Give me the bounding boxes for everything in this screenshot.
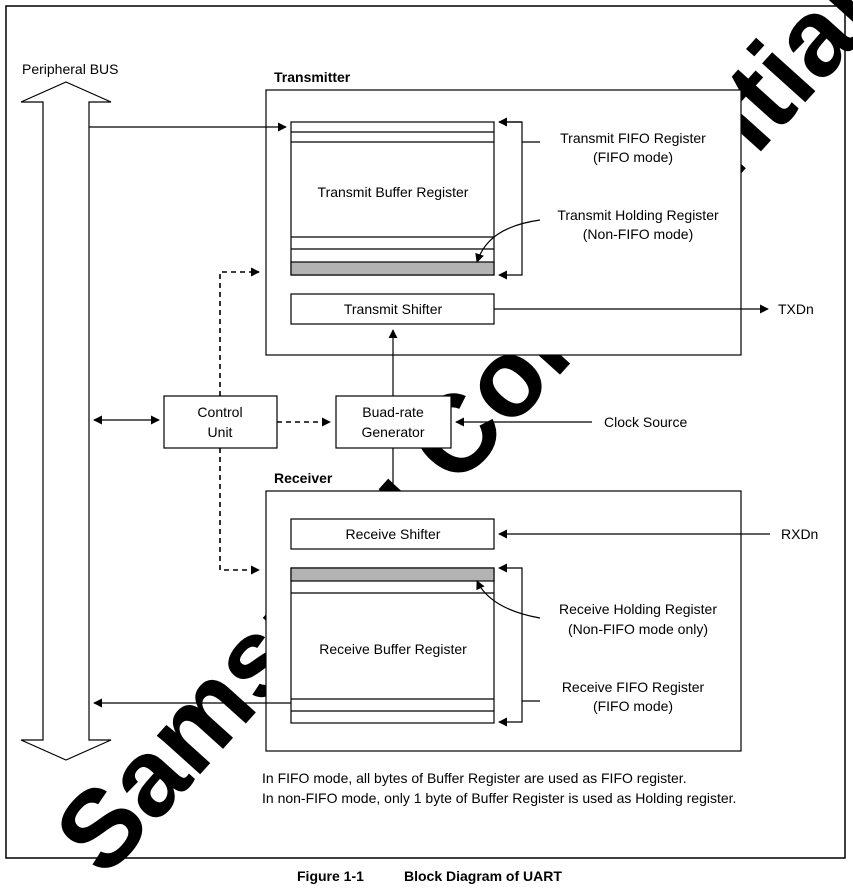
transmit-holding-pointer: [475, 219, 541, 263]
baud-rate-generator-line1: Buad-rate: [362, 404, 424, 420]
figure-title: Block Diagram of UART: [404, 868, 562, 884]
transmit-shifter: [290, 293, 495, 325]
transmit-holding-register-byte: [290, 261, 495, 276]
receive-holding-register-byte: [290, 567, 495, 582]
peripheral-bus-label: Peripheral BUS: [22, 61, 119, 77]
clock-source-label: Clock Source: [604, 414, 687, 430]
receive-holding-pointer: [476, 580, 541, 619]
transmit-buffer-register: [290, 121, 495, 276]
control-unit-label-line1: Control: [197, 404, 242, 420]
receive-fifo-bracket: [498, 563, 540, 702]
rxd-label: RXDn: [781, 526, 818, 542]
receive-buffer-register-label: Receive Buffer Register: [319, 641, 467, 657]
transmit-fifo-register-label: Transmit FIFO Register: [560, 130, 706, 146]
receive-fifo-register-label: Receive FIFO Register: [562, 679, 705, 695]
note-non-fifo-mode: In non-FIFO mode, only 1 byte of Buffer …: [262, 790, 736, 806]
receive-shifter-label: Receive Shifter: [346, 526, 441, 542]
transmitter-title: Transmitter: [274, 69, 351, 85]
txd-label: TXDn: [778, 301, 814, 317]
control-to-transmitter: [219, 267, 260, 396]
receive-shifter: [290, 518, 495, 550]
transmit-buffer-register-label: Transmit Buffer Register: [318, 184, 469, 200]
peripheral-bus-arrow: [20, 81, 112, 761]
receive-holding-register-label: Receive Holding Register: [559, 601, 717, 617]
transmit-fifo-mode-label: (FIFO mode): [593, 149, 673, 165]
receive-buffer-register: [290, 567, 495, 724]
receiver-title: Receiver: [274, 470, 333, 486]
control-unit: [163, 395, 278, 449]
transmit-shifter-label: Transmit Shifter: [344, 301, 443, 317]
control-to-receiver: [219, 448, 260, 575]
receive-fifo-mode-label: (FIFO mode): [593, 698, 673, 714]
figure-number: Figure 1-1: [297, 868, 364, 884]
note-fifo-mode: In FIFO mode, all bytes of Buffer Regist…: [262, 770, 687, 786]
baud-rate-generator: [335, 395, 452, 449]
control-unit-label-line2: Unit: [208, 424, 233, 440]
transmit-holding-register-label: Transmit Holding Register: [557, 207, 719, 223]
transmit-holding-mode-label: (Non-FIFO mode): [583, 226, 693, 242]
baud-rate-generator-line2: Generator: [361, 424, 424, 440]
receive-holding-mode-label: (Non-FIFO mode only): [568, 621, 708, 637]
figure-frame: [5, 5, 846, 859]
